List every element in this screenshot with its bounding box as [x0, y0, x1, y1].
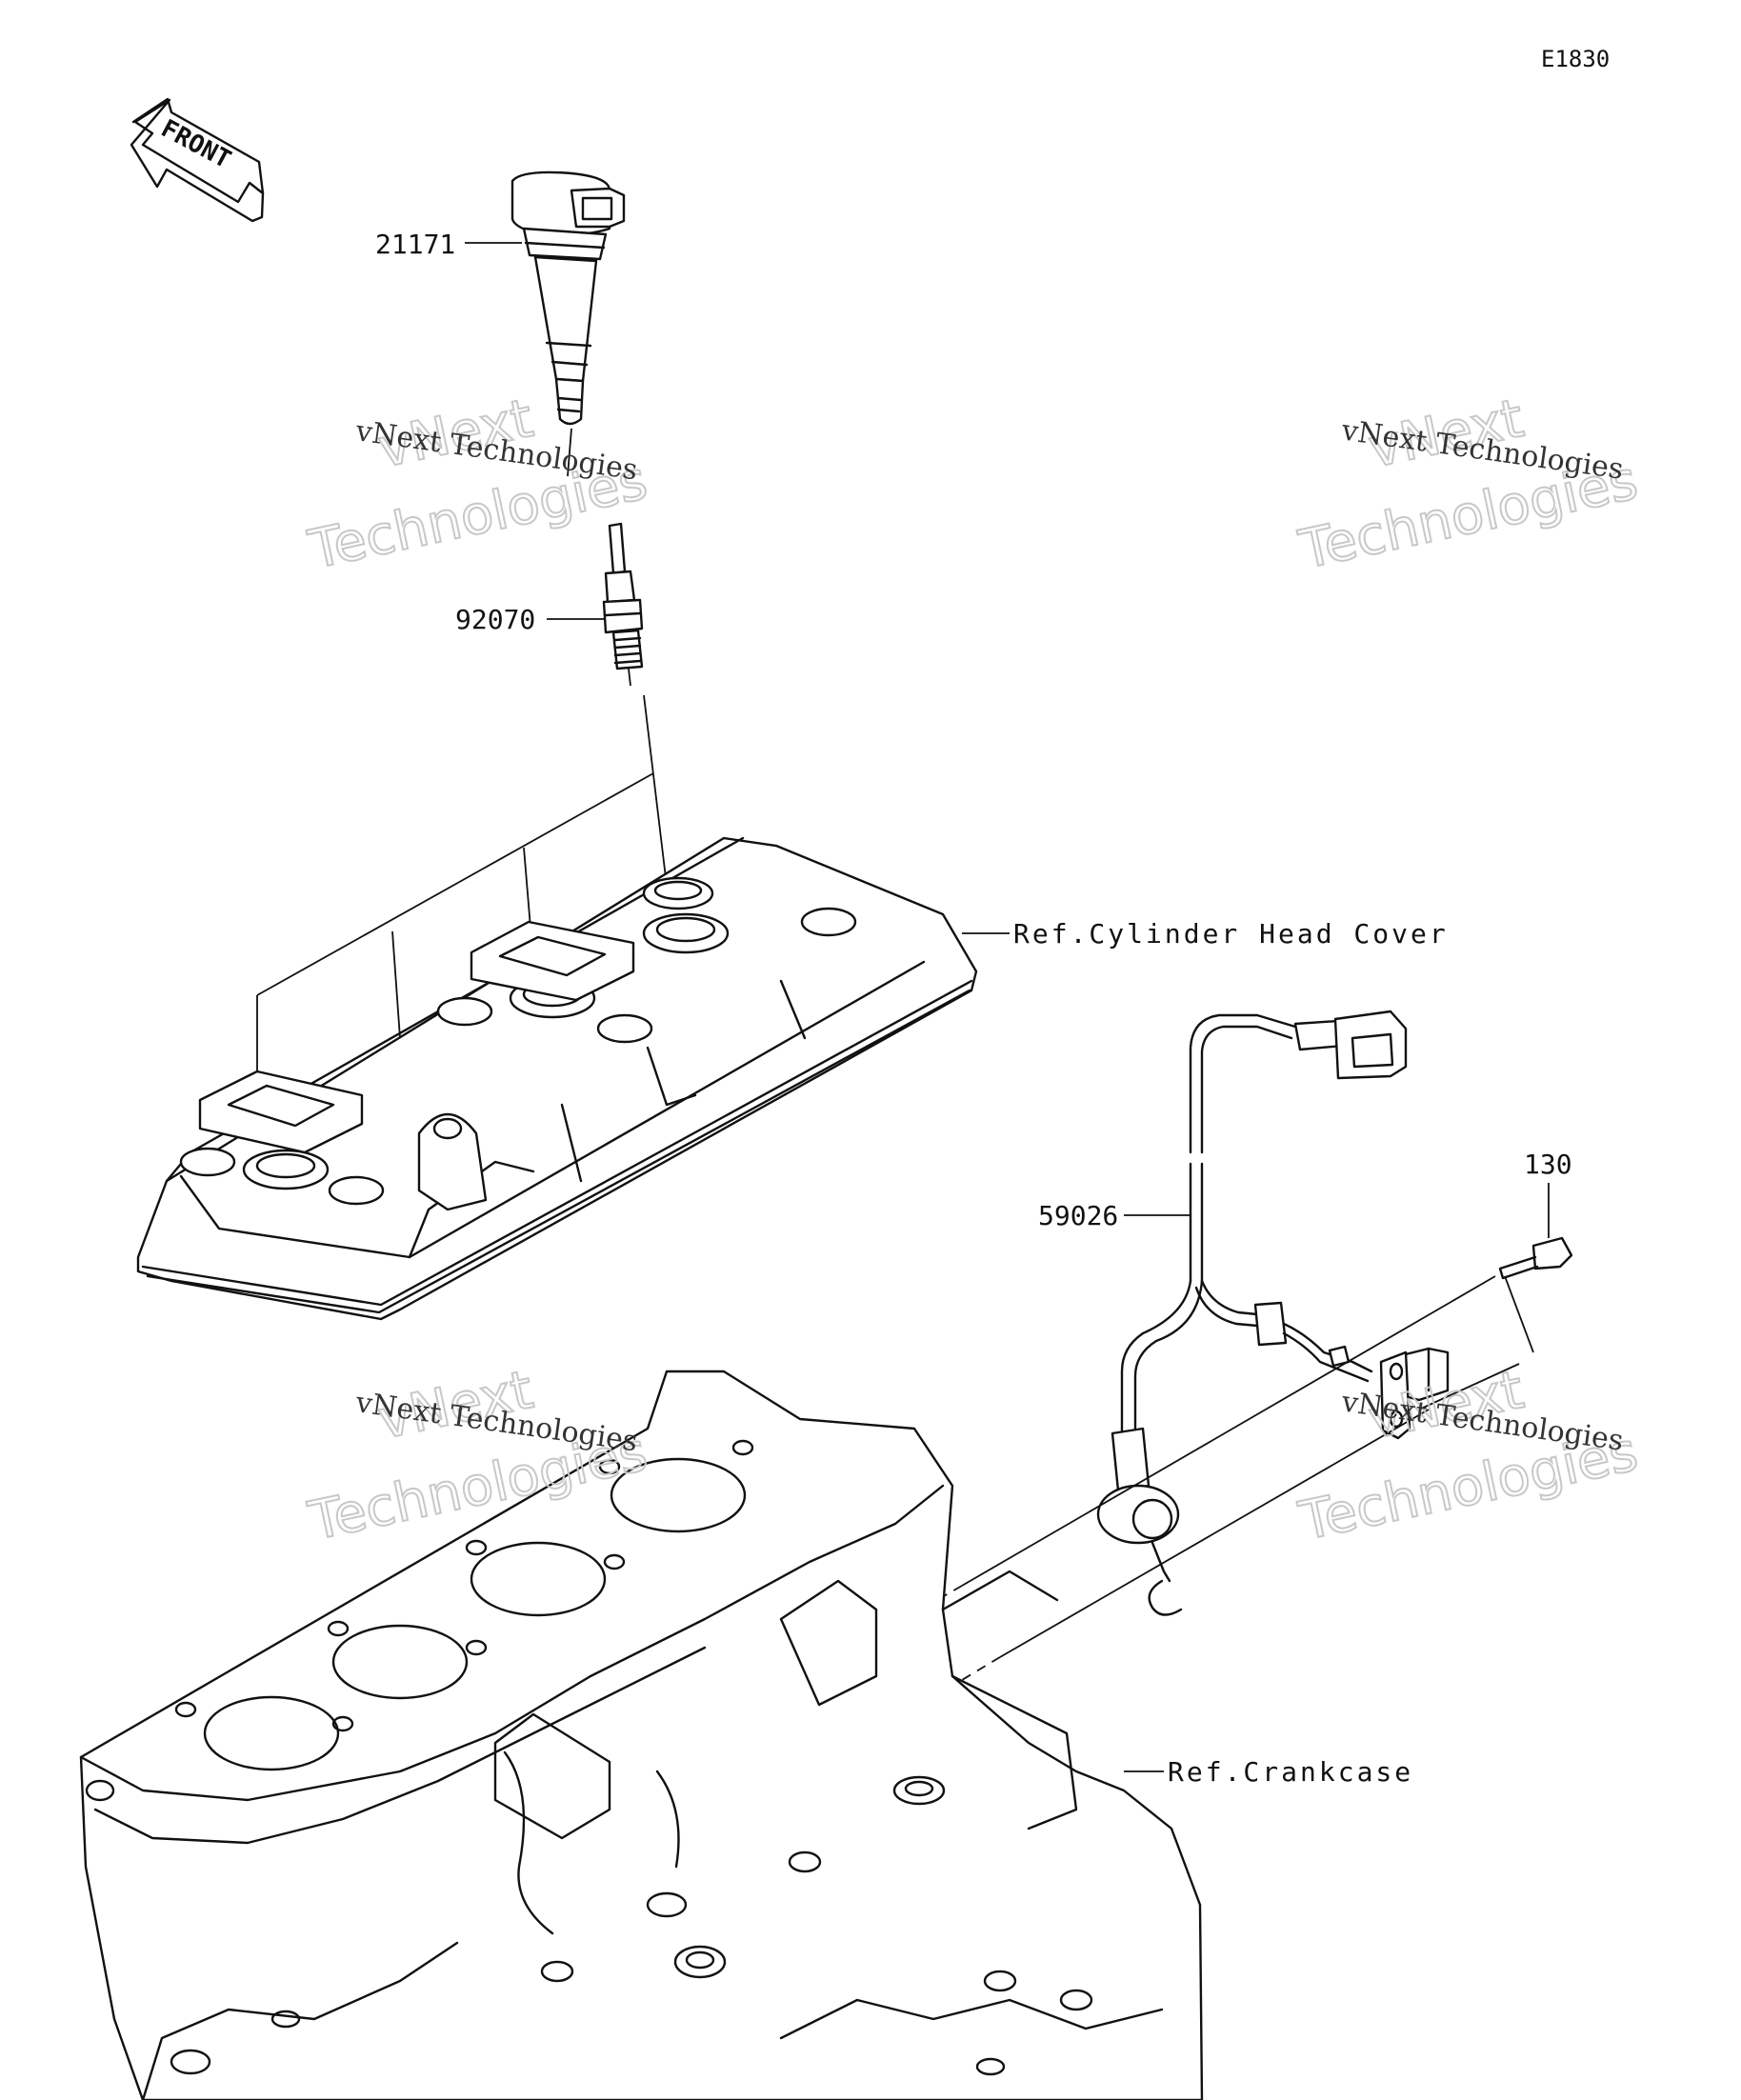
diagram-code: E1830	[1541, 46, 1610, 72]
ref-crankcase[interactable]: Ref.Crankcase	[1168, 1756, 1413, 1788]
watermark-top-left: vNext Technologies vNext Technologies	[303, 387, 653, 583]
front-arrow-icon: FRONT	[130, 97, 265, 223]
part-number-59026[interactable]: 59026	[1038, 1200, 1118, 1231]
bolt-drawing	[1498, 1236, 1573, 1280]
part-number-130[interactable]: 130	[1524, 1149, 1572, 1180]
watermark-top-right: vNext Technologies vNext Technologies	[1293, 387, 1644, 583]
crankcase-drawing	[79, 1370, 1204, 2100]
leader-lines-top	[256, 242, 668, 1124]
ref-cylinder-head-cover[interactable]: Ref.Cylinder Head Cover	[1013, 918, 1449, 950]
sensor-harness-drawing	[1096, 1010, 1450, 1616]
spark-plug-drawing	[602, 522, 644, 687]
part-number-21171[interactable]: 21171	[375, 229, 455, 260]
cylinder-head-cover-drawing	[136, 836, 978, 1321]
ignition-coil-drawing	[510, 170, 626, 477]
watermark-bottom-right: vNext Technologies vNext Technologies	[1293, 1358, 1644, 1554]
part-number-92070[interactable]: 92070	[455, 604, 535, 635]
